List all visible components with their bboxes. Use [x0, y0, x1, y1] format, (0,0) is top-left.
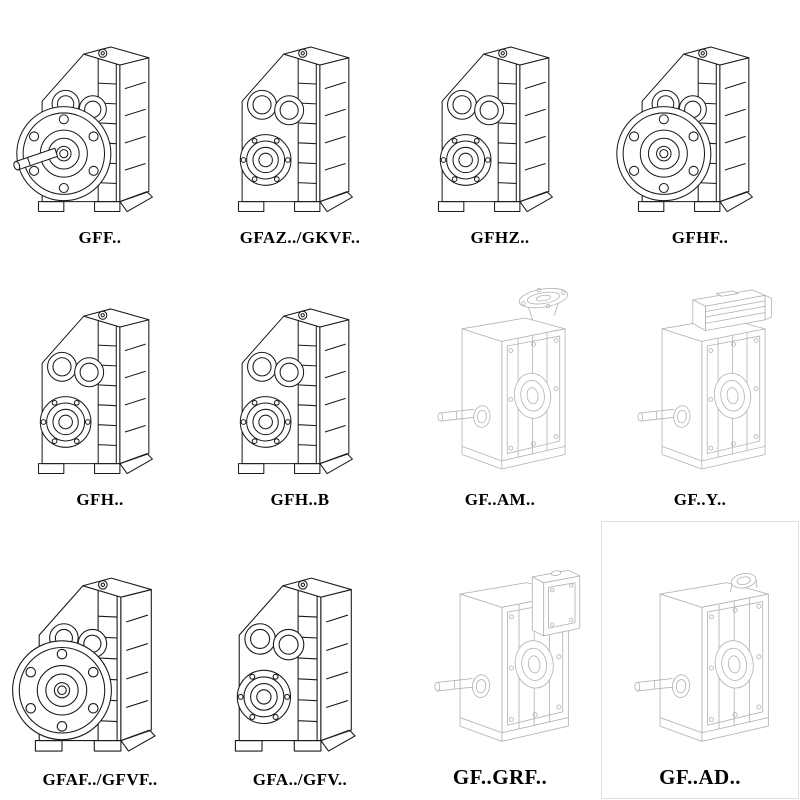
model-label: GF..AD..: [659, 765, 741, 789]
catalog-cell: GFHF..: [600, 0, 800, 258]
gearbox-illustration-hollow-bore: [5, 280, 195, 488]
catalog-cell: GFF..: [0, 0, 200, 258]
model-label: GFHZ..: [470, 228, 530, 247]
gearbox-illustration-hollow-bore: [205, 546, 395, 768]
model-label: GF..AM..: [464, 490, 536, 509]
gearbox-illustration-motor: [605, 280, 795, 488]
model-label: GFAF../GFVF..: [42, 770, 158, 789]
catalog-cell: GF..AM..: [400, 258, 600, 520]
catalog-cell: GFH..B: [200, 258, 400, 520]
catalog-cell: GFAZ../GKVF..: [200, 0, 400, 258]
model-label: GFA../GFV..: [252, 770, 348, 789]
catalog-cell: GF..Y..: [600, 258, 800, 520]
catalog-cell: GFH..: [0, 258, 200, 520]
model-label: GFF..: [78, 228, 122, 247]
gearbox-illustration-hollow-bore: [205, 18, 395, 226]
gearbox-illustration-flange: [605, 18, 795, 226]
catalog-cell: GFAF../GFVF..: [0, 520, 200, 800]
model-label: GF..GRF..: [452, 765, 548, 789]
gearbox-illustration-adapter: [405, 541, 595, 763]
model-label: GF..Y..: [673, 490, 727, 509]
gearbox-illustration-hollow-bore: [205, 280, 395, 488]
gearbox-illustration-flange: [5, 546, 195, 768]
model-label: GFAZ../GKVF..: [239, 228, 361, 247]
model-label: GFH..: [76, 490, 124, 509]
catalog-cell: GFHZ..: [400, 0, 600, 258]
catalog-cell: GFA../GFV..: [200, 520, 400, 800]
catalog-cell: GF..AD..: [600, 520, 800, 800]
model-label: GFH..B: [270, 490, 330, 509]
model-label: GFHF..: [671, 228, 729, 247]
catalog-cell: GF..GRF..: [400, 520, 600, 800]
gearbox-illustration-input-flange: [405, 280, 595, 488]
gearbox-illustration-input-shaft: [605, 541, 795, 763]
gearbox-illustration-flange-shaft: [5, 18, 195, 226]
gearbox-illustration-hollow-bore: [405, 18, 595, 226]
